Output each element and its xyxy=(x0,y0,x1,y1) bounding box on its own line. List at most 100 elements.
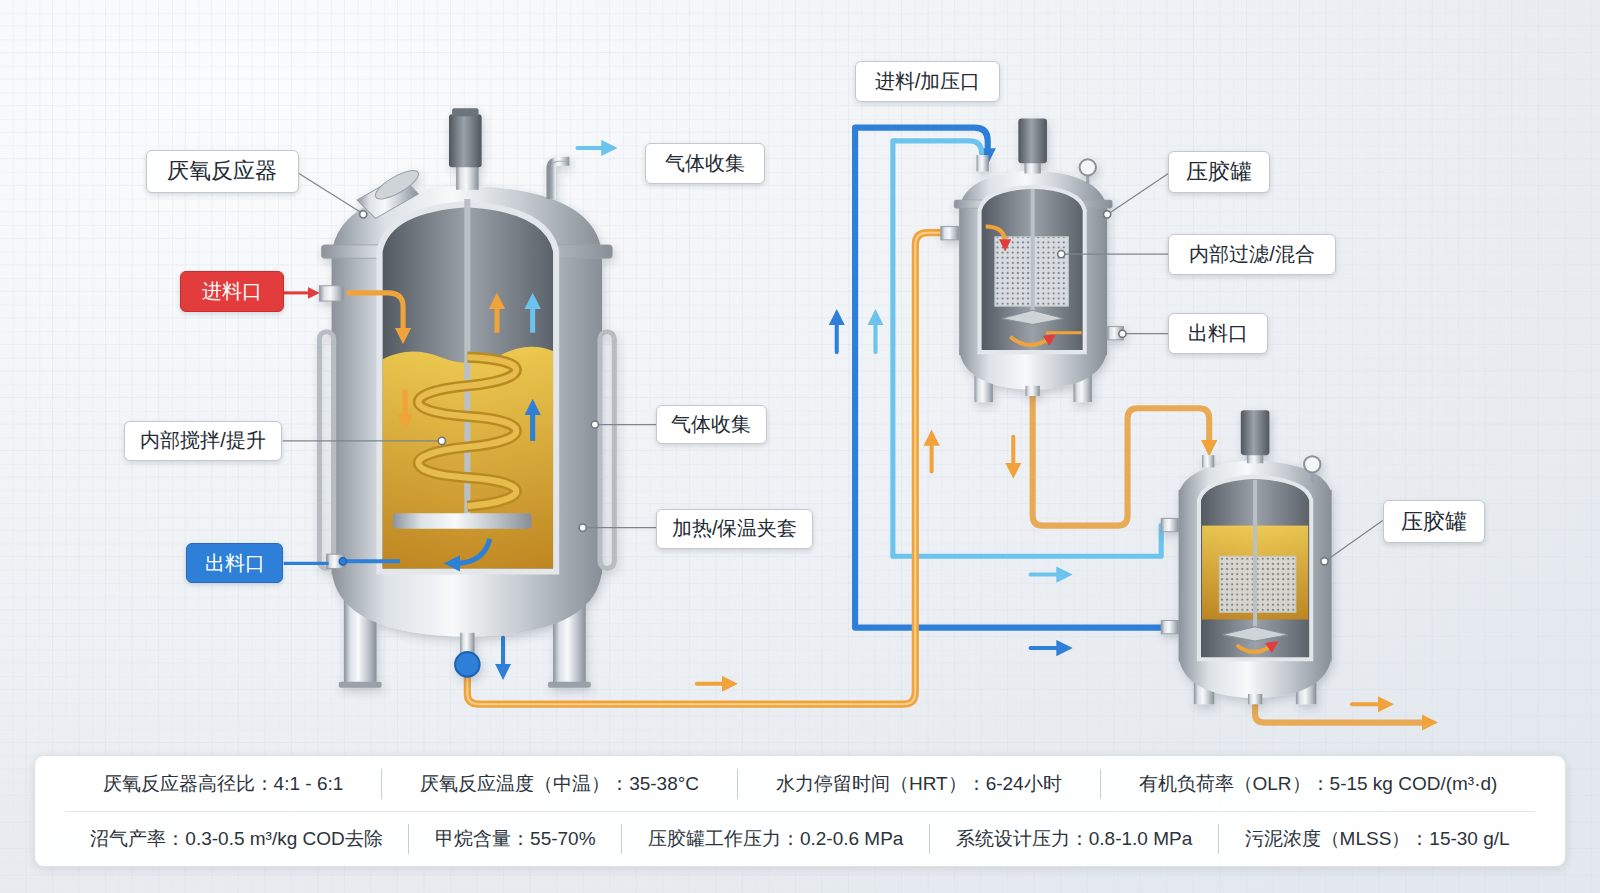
label-text: 气体收集 xyxy=(665,150,745,177)
pipes xyxy=(855,128,1168,628)
pressure-tank xyxy=(1161,410,1331,704)
reactor-vessel xyxy=(332,569,602,636)
pressure-tank xyxy=(1046,331,1082,334)
leader-lines xyxy=(284,562,329,565)
pressure-tank xyxy=(1304,456,1320,472)
pressure-tank xyxy=(1311,473,1314,482)
pressure-tank xyxy=(1237,645,1272,652)
label-text: 气体收集 xyxy=(671,411,751,438)
pressure-tank xyxy=(1086,176,1089,184)
leader-lines xyxy=(586,527,656,528)
pressure-tank xyxy=(977,155,989,171)
pressure-tank xyxy=(1222,627,1287,641)
parameter-panel: 厌氧反应器高径比：4:1 - 6:1厌氧反应温度（中温）：35-38°C水力停留… xyxy=(34,755,1567,867)
pressure-tank xyxy=(1080,159,1096,175)
reactor-vessel xyxy=(372,165,423,204)
leader-lines xyxy=(1126,333,1169,334)
reactor-vessel xyxy=(319,332,333,569)
reactor-vessel xyxy=(494,304,499,333)
parameter-text: 水力停留时间（HRT）：6-24小时 xyxy=(737,769,1100,799)
reactor-vessel xyxy=(600,332,614,569)
panel-row: 沼气产率：0.3-0.5 m³/kg COD去除甲烷含量：55-70%压胶罐工作… xyxy=(65,811,1536,867)
leader-lines xyxy=(284,291,312,294)
callout-label: 气体收集 xyxy=(656,405,767,445)
flow-arrows xyxy=(697,682,727,686)
flow-arrows xyxy=(873,320,877,352)
callout-label: 压胶罐 xyxy=(1383,500,1485,543)
parameter-text: 系统设计压力：0.8-1.0 MPa xyxy=(929,824,1218,854)
leader-lines xyxy=(1109,173,1168,213)
reactor-vessel xyxy=(530,410,535,441)
parameter-text: 压胶罐工作压力：0.2-0.6 MPa xyxy=(621,824,929,854)
pressure-tank xyxy=(1026,386,1040,396)
reactor-vessel xyxy=(403,390,408,419)
flow-arrows xyxy=(1352,702,1383,706)
pressure-tank xyxy=(941,227,959,240)
pressure-tank xyxy=(1031,189,1035,319)
callout-label: 气体收集 xyxy=(645,143,764,184)
label-text: 内部过滤/混合 xyxy=(1189,241,1315,268)
pressure-tank xyxy=(980,187,1085,352)
label-text: 出料口 xyxy=(205,550,265,577)
reactor-vessel xyxy=(319,108,614,688)
label-text: 出料口 xyxy=(1188,320,1248,347)
pressure-tank xyxy=(1161,518,1178,531)
reactor-vessel xyxy=(339,682,382,688)
leader-lines xyxy=(299,173,362,213)
leader-dots xyxy=(339,558,346,565)
flow-arrows xyxy=(835,320,839,352)
leader-lines xyxy=(1064,254,1168,255)
outlet-label: 出料口 xyxy=(186,543,283,583)
leader-lines xyxy=(283,440,439,441)
pressure-tank xyxy=(1202,455,1214,467)
label-text: 厌氧反应器 xyxy=(167,156,277,186)
parameter-text: 沼气产率：0.3-0.5 m³/kg COD去除 xyxy=(65,824,409,854)
callout-label: 加热/保温夹套 xyxy=(656,509,813,549)
reactor-vessel xyxy=(551,161,569,199)
parameter-text: 甲烷含量：55-70% xyxy=(408,824,621,854)
leader-dots xyxy=(1321,558,1328,565)
label-text: 进料口 xyxy=(202,278,262,305)
leader-lines xyxy=(598,424,656,425)
inlet-label: 进料口 xyxy=(180,271,284,312)
label-text: 加热/保温夹套 xyxy=(672,515,798,542)
callout-label: 进料/加压口 xyxy=(855,61,1000,102)
label-text: 压胶罐 xyxy=(1186,157,1252,187)
flow-arrows xyxy=(1011,437,1015,468)
pressure-tank xyxy=(1248,694,1262,704)
label-text: 内部搅拌/提升 xyxy=(140,427,266,454)
pressure-tank xyxy=(1253,480,1257,633)
pressure-tank xyxy=(1219,556,1296,612)
reactor-vessel xyxy=(455,652,479,676)
pressure-tank xyxy=(1018,118,1047,163)
parameter-text: 有机负荷率（OLR）：5-15 kg COD/(m³·d) xyxy=(1100,769,1536,799)
flow-arrows xyxy=(930,441,934,472)
pressure-tank xyxy=(1199,477,1311,660)
parameter-text: 厌氧反应温度（中温）：35-38°C xyxy=(381,769,737,799)
parameter-text: 厌氧反应器高径比：4:1 - 6:1 xyxy=(65,769,382,799)
flow-arrows xyxy=(1031,573,1062,577)
flow-arrows xyxy=(503,148,1383,704)
panel-row: 厌氧反应器高径比：4:1 - 6:1厌氧反应温度（中温）：35-38°C水力停留… xyxy=(65,756,1536,811)
pressure-tank xyxy=(1161,621,1178,634)
reactor-vessel xyxy=(455,539,490,563)
flow-arrows xyxy=(578,146,607,150)
reactor-vessel xyxy=(530,304,535,333)
reactor-vessel xyxy=(319,286,343,301)
leader-lines xyxy=(283,173,1383,563)
reactor-vessel xyxy=(452,108,479,116)
reactor-vessel xyxy=(347,293,403,333)
reactor-vessel xyxy=(551,161,569,199)
callout-label: 压胶罐 xyxy=(1168,151,1270,193)
label-text: 压胶罐 xyxy=(1401,507,1467,537)
pipes xyxy=(1255,702,1426,722)
leader-lines xyxy=(1327,520,1383,560)
leader-dots xyxy=(438,437,445,444)
pressure-tank xyxy=(986,227,1005,243)
leader-dots xyxy=(1119,330,1126,337)
callout-label: 厌氧反应器 xyxy=(146,150,299,194)
